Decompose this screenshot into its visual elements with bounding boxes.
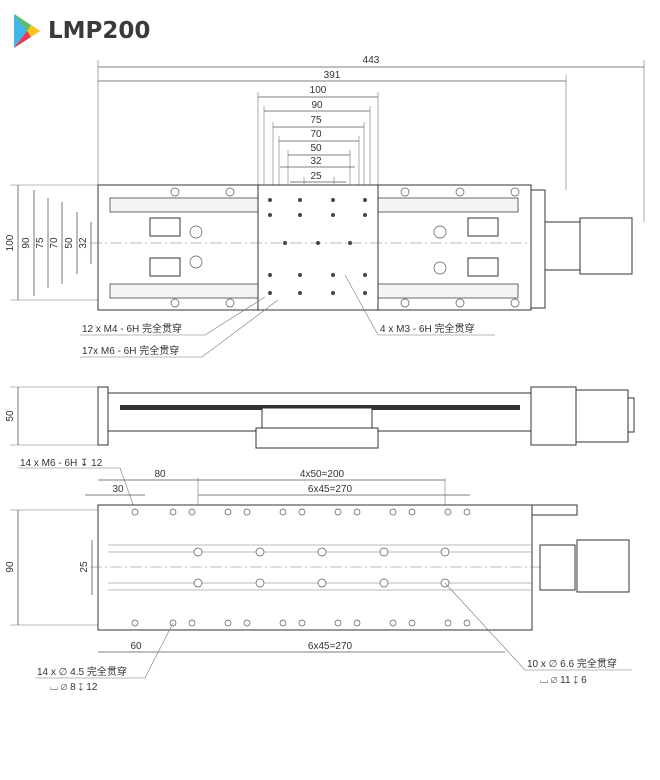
dim-v-50: 50 — [64, 237, 75, 249]
dim-60: 60 — [130, 641, 142, 652]
callout-counterbore-left-detail: ⌴ ∅ 8 ↧ 12 — [50, 682, 98, 693]
carriage — [257, 184, 379, 311]
callout-counterbore-right: 10 x ∅ 6.6 完全贯穿 — [527, 657, 617, 670]
dim-6x45-bottom: 6x45=270 — [308, 641, 353, 652]
dim-v-75: 75 — [35, 237, 46, 249]
dim-75: 75 — [310, 115, 322, 126]
dim-100: 100 — [310, 85, 327, 96]
callout-counterbore-right-detail: ⌴ ∅ 11 ↧ 6 — [540, 675, 587, 686]
side-view: 50 — [5, 386, 635, 449]
callout-m6-depth: 14 x M6 - 6H ↧ 12 — [20, 458, 103, 469]
dim-side-50: 50 — [5, 410, 16, 422]
product-title: LMP200 — [48, 18, 151, 44]
dim-v-70: 70 — [49, 237, 60, 249]
dim-32: 32 — [310, 156, 322, 167]
dim-4x50: 4x50=200 — [300, 469, 345, 480]
callout-m6: 17x M6 - 6H 完全贯穿 — [82, 344, 179, 357]
dim-443: 443 — [363, 55, 380, 66]
dim-v-90: 90 — [21, 237, 32, 249]
dim-30: 30 — [112, 484, 124, 495]
dim-v-100: 100 — [5, 234, 16, 251]
motor — [579, 217, 633, 275]
dim-80: 80 — [154, 469, 166, 480]
callout-m3: 4 x M3 - 6H 完全贯穿 — [380, 322, 474, 335]
callout-m4: 12 x M4 - 6H 完全贯穿 — [82, 322, 182, 335]
dim-v-32: 32 — [78, 237, 89, 249]
dim-50: 50 — [310, 143, 322, 154]
dim-25: 25 — [310, 171, 322, 182]
dim-6x45-top: 6x45=270 — [308, 484, 353, 495]
dim-90: 90 — [311, 100, 323, 111]
dim-70: 70 — [310, 129, 322, 140]
play-triangle-icon — [14, 14, 40, 48]
callout-counterbore-left: 14 x ∅ 4.5 完全贯穿 — [37, 665, 127, 678]
top-view: 443 391 100 90 75 70 50 32 25 100 90 75 … — [5, 55, 645, 358]
bottom-view: 14 x M6 - 6H ↧ 12 80 4x50=200 30 6x45=27… — [5, 458, 632, 693]
dim-25-bottom: 25 — [79, 561, 90, 573]
logo: LMP200 — [14, 14, 150, 48]
dim-90-bottom: 90 — [5, 561, 16, 573]
dim-391: 391 — [324, 70, 341, 81]
